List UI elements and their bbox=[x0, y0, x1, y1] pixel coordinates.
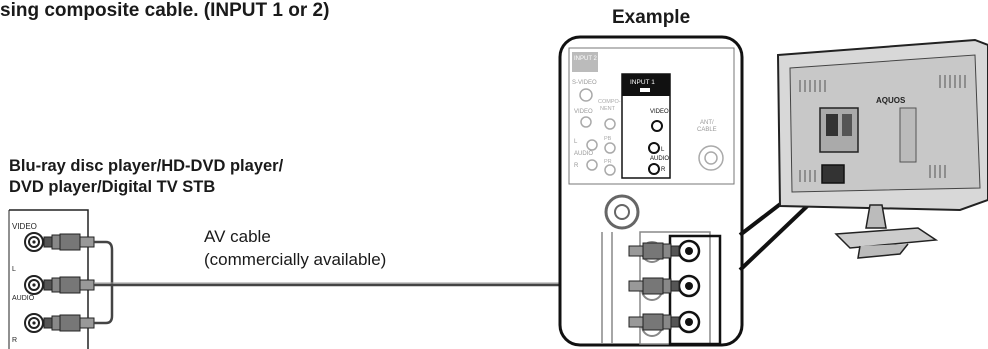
source-device: VIDEO L AUDIO R bbox=[8, 209, 95, 349]
device-video-plug-icon bbox=[43, 233, 95, 251]
section-heading: sing composite cable. (INPUT 1 or 2) bbox=[0, 0, 330, 21]
input1-l-label: L bbox=[661, 147, 665, 153]
tv-input1-jacks bbox=[821, 164, 845, 184]
tv-vents bbox=[799, 75, 966, 182]
input1-video-label: VIDEO bbox=[650, 109, 669, 115]
input2-l-label: L bbox=[574, 139, 578, 145]
example-label: Example bbox=[612, 7, 691, 28]
input2-audio-r-jack-icon bbox=[586, 159, 598, 171]
tv-stand-base bbox=[834, 227, 939, 249]
input2-video-label: VIDEO bbox=[574, 109, 593, 115]
tv-rear-illustration: AQUOS bbox=[776, 38, 988, 259]
cable-label-line1: AV cable bbox=[204, 227, 271, 246]
zoom-input1-video-pin-icon bbox=[685, 247, 693, 255]
input1-audio-r-jack-icon bbox=[648, 163, 660, 175]
input2-audio-label: AUDIO bbox=[574, 151, 593, 157]
tv-terminal-area bbox=[819, 107, 859, 153]
zoom-svideo-inner-icon bbox=[614, 204, 630, 220]
device-jack-label-audio: AUDIO bbox=[12, 295, 35, 302]
device-label-line2: DVD player/Digital TV STB bbox=[9, 178, 216, 196]
tv-stand-neck bbox=[865, 204, 887, 229]
input2-r-label: R bbox=[574, 163, 579, 169]
input2-label: INPUT 2 bbox=[574, 56, 598, 62]
tv-brand-label: AQUOS bbox=[876, 96, 906, 105]
component-pr-label: PR bbox=[604, 159, 612, 165]
tv-handle bbox=[899, 107, 917, 163]
av-cable bbox=[94, 240, 600, 325]
cable-label-line2: (commercially available) bbox=[204, 250, 387, 269]
device-jack-label-l: L bbox=[12, 266, 16, 273]
device-label-line1: Blu-ray disc player/HD-DVD player/ bbox=[9, 157, 284, 175]
tv-terminal-block-1 bbox=[826, 114, 838, 136]
input2-badge bbox=[572, 52, 598, 72]
tv-back-inner bbox=[789, 54, 981, 193]
device-jack-label-video: VIDEO bbox=[12, 222, 37, 231]
device-audio-r-jack-icon bbox=[24, 313, 44, 333]
input2-video-jack-icon bbox=[580, 116, 592, 128]
device-audio-l-jack-icon bbox=[24, 275, 44, 295]
component-label-2: NENT bbox=[600, 106, 616, 112]
ant-cable-label-1: ANT/ bbox=[700, 120, 714, 126]
device-audio-r-plug-icon bbox=[43, 314, 95, 332]
svideo-jack-icon bbox=[579, 88, 593, 102]
input1-badge bbox=[622, 74, 670, 96]
component-pb-label: PB bbox=[604, 136, 612, 142]
device-audio-l-plug-icon bbox=[43, 276, 95, 294]
zoom-panel-grooves bbox=[601, 232, 613, 344]
input2-audio-l-jack-icon bbox=[586, 139, 598, 151]
device-jack-label-r: R bbox=[12, 337, 17, 344]
zoom-input1-audio-r-pin-icon bbox=[685, 318, 693, 326]
component-pr-jack-icon bbox=[604, 164, 616, 176]
device-video-jack-icon bbox=[24, 232, 44, 252]
input1-label: INPUT 1 bbox=[630, 79, 655, 86]
input1-glyph-icon bbox=[640, 88, 650, 92]
input1-video-jack-icon bbox=[651, 120, 663, 132]
input1-r-label: R bbox=[661, 167, 666, 173]
svideo-label: S-VIDEO bbox=[572, 80, 597, 86]
zoom-input1-audio-l-pin-icon bbox=[685, 282, 693, 290]
component-label: COMPO- bbox=[598, 99, 621, 105]
input1-audio-l-jack-icon bbox=[648, 142, 660, 154]
tv-terminal-block-2 bbox=[842, 114, 852, 136]
component-pb-jack-icon bbox=[604, 142, 616, 154]
component-y-jack-icon bbox=[604, 118, 616, 130]
example-panel: INPUT 2 S-VIDEO VIDEO L AUDIO R COMPO- N… bbox=[558, 35, 744, 347]
ant-cable-label-2: CABLE bbox=[697, 127, 717, 133]
device-outline bbox=[9, 209, 89, 349]
input1-audio-label: AUDIO bbox=[650, 156, 669, 162]
tv-stand-foot bbox=[857, 243, 909, 259]
ant-jack-inner-icon bbox=[704, 151, 718, 165]
